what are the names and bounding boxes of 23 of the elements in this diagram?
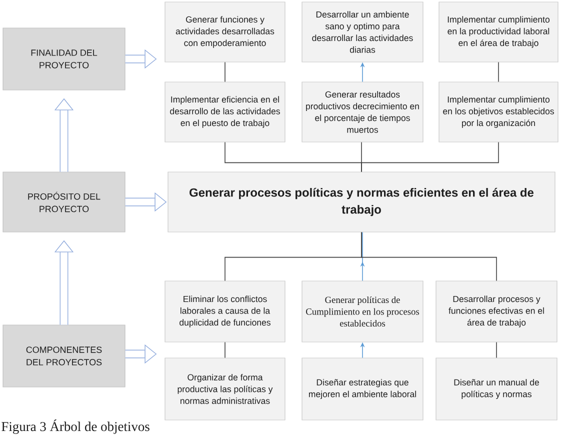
text-box: Generar resultados productivos decrecimiento en el porcentaje de tiempos muertos — [302, 82, 424, 142]
connector-line — [224, 342, 226, 358]
connector-line — [361, 142, 499, 172]
text-box: Eliminar los conflictos laborales a causa de la duplicidad de funciones — [164, 280, 286, 342]
connector-line — [361, 232, 497, 282]
text-box: Implementar eficiencia en el desarrollo de las actividades en el puesto de trabajo — [164, 82, 286, 142]
text-box: Implementar cumplimiento en la productividad laboral en el área de trabajo — [438, 2, 558, 62]
text-box: Desarrollar procesos y funciones efectivas en el área de trabajo — [436, 280, 558, 342]
text-box: Diseñar un manual de políticas y normas — [436, 358, 558, 420]
text-box: Generar políticas de Cumplimiento en los procesos establecidos — [302, 280, 424, 342]
caption: Figura 3 Árbol de objetivos — [2, 419, 150, 434]
text-box: Generar funciones y actividades desarrolladas con empoderamiento — [164, 2, 286, 62]
main-box: Generar procesos políticas y normas eficientes en el área de trabajo — [168, 172, 556, 232]
text-box: Diseñar estrategias que mejoren el ambiente laboral — [302, 358, 424, 420]
connector-line — [224, 62, 226, 82]
text-box: Organizar de forma productiva las políticas y normas administrativas — [164, 358, 286, 420]
connector-line — [498, 62, 499, 82]
text-box: Implementar cumplimiento en los objetivos establecidos por la organización — [438, 82, 558, 142]
label-box: FINALIDAD DEL PROYECTO — [2, 28, 126, 90]
label-box: COMPONENETES DEL PROYECTOS — [2, 324, 126, 388]
label-box: PROPÓSITO DEL PROYECTO — [2, 172, 126, 232]
text-box: Desarrollar un ambiente sano y optimo para desarrollar las actividades diarias — [302, 2, 424, 62]
connector-line — [496, 342, 497, 358]
